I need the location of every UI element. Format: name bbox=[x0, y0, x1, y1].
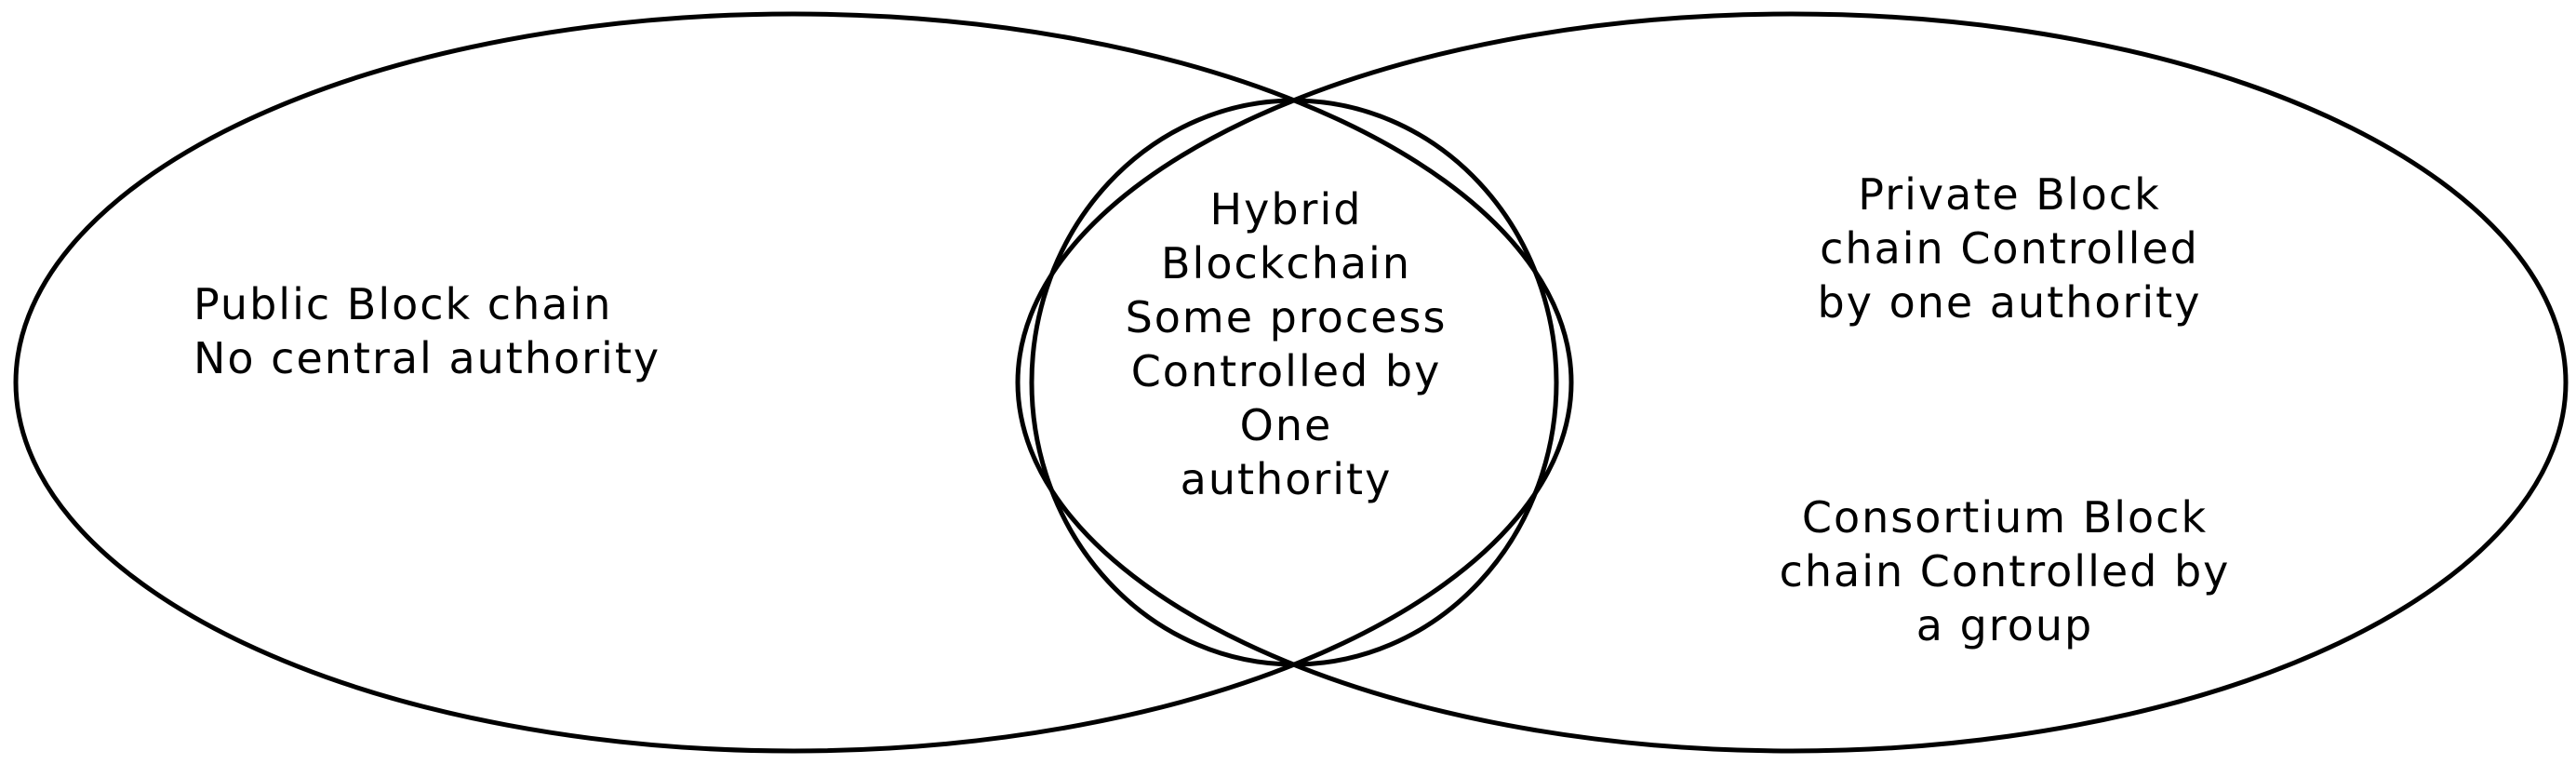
private-blockchain-line-2: chain Controlled bbox=[1820, 223, 2199, 274]
public-blockchain-line-1: Public Block chain bbox=[194, 279, 613, 329]
hybrid-blockchain-line-5: One bbox=[1239, 400, 1333, 450]
consortium-blockchain-line-2: chain Controlled by bbox=[1779, 546, 2231, 596]
hybrid-blockchain-ellipse bbox=[1029, 98, 1559, 667]
hybrid-blockchain-line-4: Controlled by bbox=[1130, 346, 1442, 396]
hybrid-blockchain-line-6: authority bbox=[1180, 454, 1393, 504]
private-blockchain-line-1: Private Block bbox=[1858, 169, 2161, 220]
hybrid-blockchain-line-3: Some process bbox=[1125, 292, 1448, 342]
hybrid-blockchain-line-1: Hybrid bbox=[1209, 184, 1363, 235]
private-blockchain-label: Private Block chain Controlled by one au… bbox=[1749, 168, 2270, 329]
public-blockchain-label: Public Block chain No central authority bbox=[194, 277, 661, 385]
hybrid-blockchain-line-2: Blockchain bbox=[1161, 238, 1411, 288]
consortium-blockchain-line-3: a group bbox=[1915, 600, 2094, 650]
private-blockchain-line-3: by one authority bbox=[1817, 277, 2202, 328]
consortium-blockchain-label: Consortium Block chain Controlled by a g… bbox=[1656, 490, 2354, 652]
public-blockchain-line-2: No central authority bbox=[194, 333, 661, 383]
consortium-blockchain-line-1: Consortium Block bbox=[1801, 492, 2209, 543]
public-blockchain-ellipse bbox=[13, 11, 1574, 754]
hybrid-blockchain-label: Hybrid Blockchain Some process Controlle… bbox=[1037, 182, 1535, 506]
private-blockchain-ellipse bbox=[1015, 11, 2569, 754]
